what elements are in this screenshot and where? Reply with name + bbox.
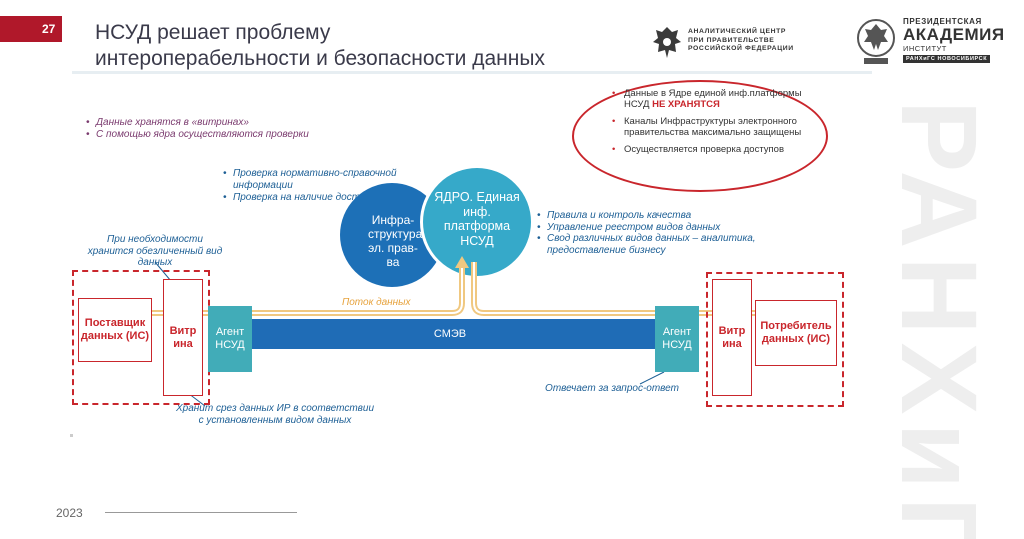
consumer-box: Потребитель данных (ИС) bbox=[755, 300, 837, 366]
consumer-label: Потребитель данных (ИС) bbox=[760, 320, 832, 345]
academy-emblem-icon bbox=[857, 19, 895, 64]
ellipse-list: Данные в Ядре единой инф.платформы НСУД … bbox=[612, 88, 822, 161]
list-item: Каналы Инфраструктуры электронного прави… bbox=[612, 116, 822, 138]
list-item: Данные в Ядре единой инф.платформы НСУД … bbox=[612, 88, 822, 110]
smev-bus: СМЭВ bbox=[208, 319, 692, 349]
list-item: С помощью ядра осуществляются проверки bbox=[86, 129, 336, 141]
left-bullet-list: Данные хранятся в «витринах» С помощью я… bbox=[86, 117, 336, 141]
slide-number-badge: 27 bbox=[0, 16, 62, 42]
page-title: НСУД решает проблему интероперабельности… bbox=[95, 20, 635, 72]
flow-label: Поток данных bbox=[342, 297, 411, 308]
agent-right-label: Агент НСУД bbox=[662, 326, 692, 351]
smev-label: СМЭВ bbox=[433, 328, 467, 340]
ranepa-logo-line-2: АКАДЕМИЯ bbox=[903, 25, 1005, 44]
list-item: Проверка нормативно-справочной информаци… bbox=[223, 168, 403, 192]
highlight-ellipse bbox=[572, 80, 828, 192]
list-item: Осуществляется проверка доступов bbox=[612, 144, 822, 155]
ranepa-logo-line-1: ПРЕЗИДЕНТСКАЯ bbox=[903, 17, 982, 26]
page-title-line-2: интероперабельности и безопасности данны… bbox=[95, 47, 545, 70]
footer-line bbox=[105, 512, 297, 513]
list-item: Управление реестром видов данных bbox=[537, 222, 777, 234]
core-circle: ЯДРО. Единая инф. платформа НСУД bbox=[420, 165, 534, 279]
divider-dot bbox=[70, 434, 73, 437]
list-item: Свод различных видов данных – аналитика,… bbox=[537, 233, 777, 256]
infra-checks-list: Проверка нормативно-справочной информаци… bbox=[223, 168, 403, 204]
agent-left-label: Агент НСУД bbox=[215, 326, 245, 351]
agent-right-box: Агент НСУД bbox=[655, 306, 699, 372]
footer-year: 2023 bbox=[56, 506, 83, 520]
flow-arrowhead-up-icon bbox=[455, 256, 469, 268]
eagle-emblem-icon bbox=[653, 27, 681, 58]
list-item: Проверка на наличие доступов bbox=[223, 192, 403, 204]
analytical-center-logo: АНАЛИТИЧЕСКИЙ ЦЕНТР ПРИ ПРАВИТЕЛЬСТВЕ РО… bbox=[650, 24, 830, 68]
slide-number: 27 bbox=[42, 22, 56, 36]
agent-left-box: Агент НСУД bbox=[208, 306, 252, 372]
page-title-line-1: НСУД решает проблему bbox=[95, 21, 331, 44]
vitrina-left-box: Витр ина bbox=[163, 279, 203, 396]
ac-logo-line-1: АНАЛИТИЧЕСКИЙ ЦЕНТР bbox=[688, 28, 787, 35]
core-label: ЯДРО. Единая инф. платформа НСУД bbox=[434, 190, 520, 248]
vitrina-right-box: Витр ина bbox=[712, 279, 752, 396]
infrastructure-label: Инфра-структура эл. прав-ва bbox=[368, 213, 423, 269]
ac-logo-line-2: ПРИ ПРАВИТЕЛЬСТВЕ bbox=[688, 36, 775, 44]
ranepa-logo: ПРЕЗИДЕНТСКАЯ АКАДЕМИЯ ИНСТИТУТ УПРАВЛЕН… bbox=[856, 14, 1004, 70]
supplier-label: Поставщик данных (ИС) bbox=[80, 317, 150, 342]
note-request-response: Отвечает за запрос-ответ bbox=[545, 383, 679, 394]
list-item: Правила и контроль качества bbox=[537, 210, 777, 222]
list-item: Данные хранятся в «витринах» bbox=[86, 117, 336, 129]
note-data-slice: Хранит срез данных ИР в соответствии с у… bbox=[175, 403, 375, 426]
supplier-box: Поставщик данных (ИС) bbox=[78, 298, 152, 362]
core-functions-list: Правила и контроль качества Управление р… bbox=[537, 210, 777, 256]
ranepa-logo-tag: РАНХиГС НОВОСИБИРСК bbox=[903, 55, 991, 63]
ac-logo-line-3: РОССИЙСКОЙ ФЕДЕРАЦИИ bbox=[688, 45, 794, 52]
note-connector-right bbox=[639, 371, 665, 385]
title-underline bbox=[72, 71, 872, 74]
vitrina-right-label: Витр ина bbox=[718, 324, 746, 350]
consumer-group bbox=[706, 272, 844, 407]
vitrina-left-label: Витр ина bbox=[169, 324, 197, 350]
